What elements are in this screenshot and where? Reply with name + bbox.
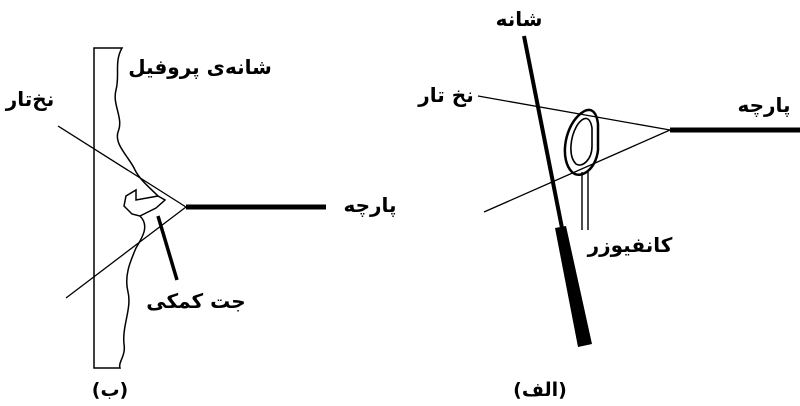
confuser-outer <box>563 108 600 176</box>
auxiliary-jet-pointer <box>156 215 179 281</box>
caption-b: (ب) <box>92 379 128 401</box>
diagram-a: شانه نخ تار پارچه کانفیوزر (الف) <box>417 7 800 401</box>
label-fabric-a: پارچه <box>737 93 790 118</box>
warp-line-upper-a <box>477 95 671 131</box>
label-confuser: کانفیوزر <box>587 233 673 257</box>
label-warp-yarn-b: نخ‌تار <box>5 87 54 111</box>
label-fabric-b: پارچه <box>343 193 396 218</box>
label-profile-reed: شانه‌ی پروفیل <box>128 55 272 80</box>
warp-line-upper <box>57 125 187 208</box>
confuser-inner <box>570 117 593 166</box>
warp-line-lower-a <box>483 129 671 213</box>
warp-line-lower <box>65 206 187 299</box>
label-warp-yarn-a: نخ تار <box>417 83 473 107</box>
reed-lower <box>555 226 592 347</box>
profile-reed-shape <box>93 47 160 369</box>
label-auxiliary-jet: جت کمکی <box>146 289 245 313</box>
label-reed: شانه <box>496 7 543 31</box>
caption-a: (الف) <box>513 379 567 401</box>
diagram-b: شانه‌ی پروفیل نخ‌تار پارچه جت کمکی (ب) <box>5 47 397 401</box>
reed-upper <box>522 35 564 229</box>
